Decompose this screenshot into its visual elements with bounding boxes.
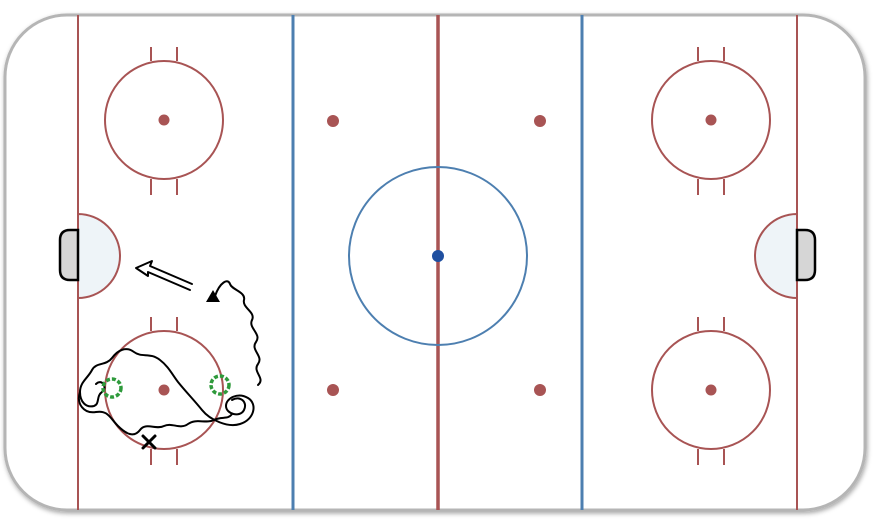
rink-boards (3, 13, 867, 512)
skate-path-lower-loop (78, 391, 233, 436)
cone-right (209, 374, 231, 396)
skate-path-loop (79, 348, 255, 426)
neutral-dot-top-right (534, 115, 546, 127)
faceoff-circle-top-right (651, 47, 771, 195)
right-goal-crease (754, 212, 798, 300)
shot-arrow (135, 260, 193, 291)
left-goal-net (58, 228, 80, 282)
skate-arrowhead (206, 290, 220, 302)
center-faceoff-dot (432, 250, 444, 262)
center-circle (348, 166, 528, 346)
cone-left (101, 377, 123, 399)
skate-path-upward (214, 280, 262, 386)
neutral-dot-bottom-right (534, 384, 546, 396)
right-goal-net (795, 228, 817, 282)
neutral-dot-top-left (327, 115, 339, 127)
neutral-dot-bottom-left (327, 384, 339, 396)
faceoff-circle-top-left (104, 47, 224, 195)
drill-paths (78, 260, 262, 436)
start-x-marker (141, 434, 157, 450)
faceoff-circle-bottom-right (651, 317, 771, 465)
left-goal-crease (77, 212, 121, 300)
